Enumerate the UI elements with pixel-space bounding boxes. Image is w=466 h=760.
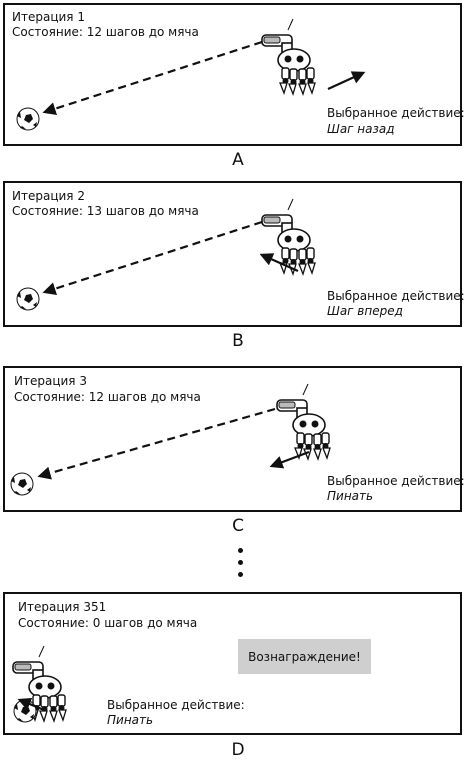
iteration-label-d: Итерация 351 <box>18 600 107 614</box>
state-label-b: Состояние: 13 шагов до мяча <box>12 204 199 218</box>
ellipsis-dot <box>238 572 243 577</box>
action-label-c: Выбранное действие: <box>327 474 465 488</box>
action-label-b: Выбранное действие: <box>327 289 465 303</box>
state-label-a: Состояние: 12 шагов до мяча <box>12 25 199 39</box>
action-value-d: Пинать <box>107 713 154 727</box>
action-value-b: Шаг вперед <box>327 304 403 318</box>
iteration-label-c: Итерация 3 <box>14 374 87 388</box>
iteration-label-a: Итерация 1 <box>12 10 85 24</box>
panel-d <box>3 592 462 735</box>
action-label-d: Выбранное действие: <box>107 698 245 712</box>
action-label-a: Выбранное действие: <box>327 106 465 120</box>
caption-c: C <box>232 516 244 536</box>
reward-badge: Вознаграждение! <box>238 639 371 674</box>
caption-a: A <box>232 150 244 170</box>
action-value-a: Шаг назад <box>327 122 395 136</box>
state-label-c: Состояние: 12 шагов до мяча <box>14 390 201 404</box>
caption-b: B <box>232 331 244 351</box>
iteration-label-b: Итерация 2 <box>12 189 85 203</box>
caption-d: D <box>231 740 245 760</box>
state-label-d: Состояние: 0 шагов до мяча <box>18 616 198 630</box>
ellipsis-dot <box>238 560 243 565</box>
action-value-c: Пинать <box>327 489 374 503</box>
ellipsis-dot <box>238 548 243 553</box>
